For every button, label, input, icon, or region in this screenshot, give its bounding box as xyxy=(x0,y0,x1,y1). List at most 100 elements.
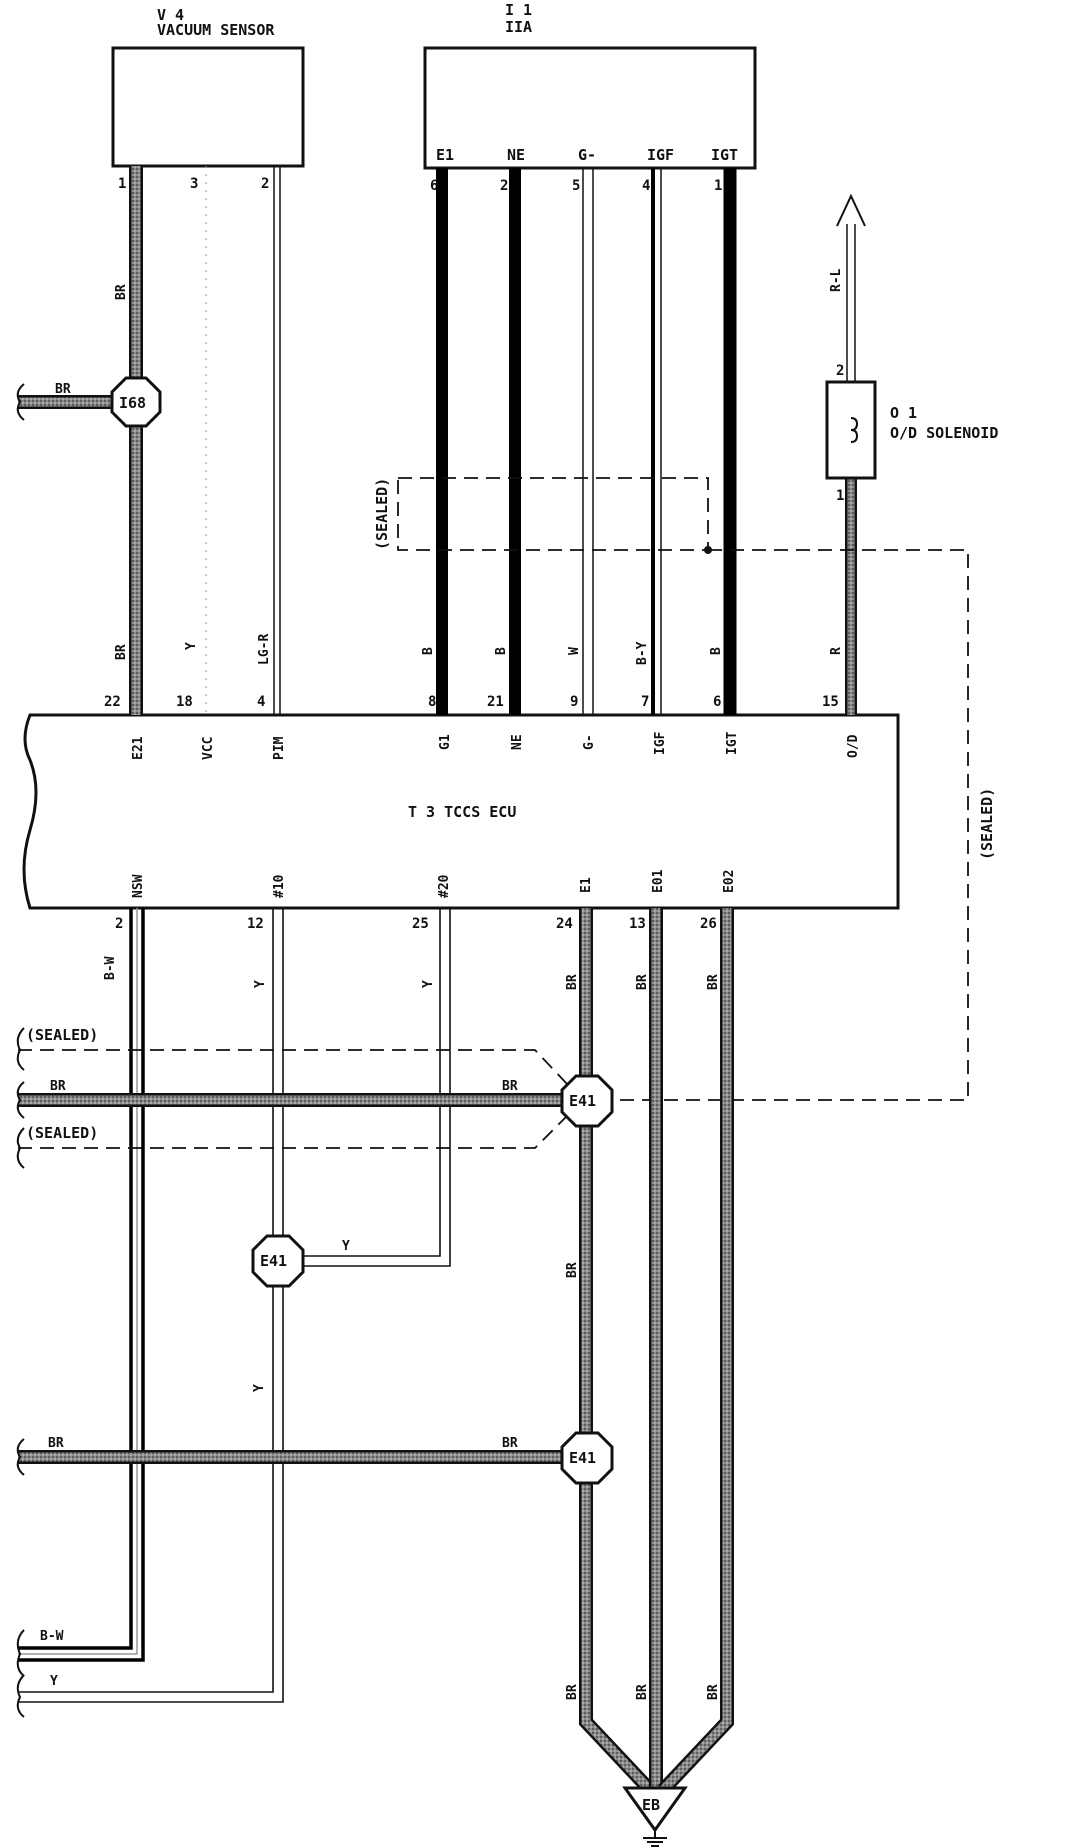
vacuum-sensor-ref: V 4 xyxy=(157,6,184,24)
lbl-y-v2: Y xyxy=(252,1384,267,1392)
ecu-pin-2: 2 xyxy=(115,916,123,932)
wire-labels-bottom: B-W Y Y BR BR BR BR BR Y Y BR BR BR B-W … xyxy=(40,956,721,1700)
ecu-term-nsw: NSW xyxy=(131,874,146,898)
ecu-pin-24: 24 xyxy=(556,916,573,932)
lbl-bw-h: B-W xyxy=(40,1629,64,1644)
lbl-y-h: Y xyxy=(342,1239,350,1254)
wire-br-e1 xyxy=(579,908,656,1795)
vs-pin-3: 3 xyxy=(190,176,198,192)
lbl-br-h3: BR xyxy=(48,1436,64,1451)
lbl-y-20: Y xyxy=(421,980,436,988)
od-name: O/D SOLENOID xyxy=(890,424,998,442)
ecu-pin-22: 22 xyxy=(104,694,121,710)
splice-i68-label: I68 xyxy=(119,394,146,412)
ecu-pin-13: 13 xyxy=(629,916,646,932)
ecu-term-g: G- xyxy=(582,734,597,750)
splice-e41-mid-label: E41 xyxy=(260,1252,287,1270)
sealed-label-top: (SEALED) xyxy=(373,478,391,550)
arrow-up-icon xyxy=(836,193,866,227)
ecu-pin-7: 7 xyxy=(641,694,649,710)
sealed-label-b1: (SEALED) xyxy=(26,1026,98,1044)
ecu-term-e1: E1 xyxy=(579,877,594,893)
vacuum-sensor: V 4 VACUUM SENSOR 1 3 2 xyxy=(111,6,305,192)
igniter-term-igt: IGT xyxy=(711,146,738,164)
ecu-term-20: #20 xyxy=(437,874,452,898)
od-pin-1: 1 xyxy=(836,488,844,504)
lbl-b-igt: B xyxy=(709,647,724,655)
lbl-y-vcc: Y xyxy=(184,642,199,650)
ground-eb: EB xyxy=(622,1786,688,1847)
wire-y-10 xyxy=(18,908,274,1693)
ecu-pin-18: 18 xyxy=(176,694,193,710)
igniter-ref: I 1 xyxy=(505,1,532,19)
ecu-pin-21: 21 xyxy=(487,694,504,710)
lbl-bw-v: B-W xyxy=(103,956,118,980)
ecu-pin-12: 12 xyxy=(247,916,264,932)
od-pin-2: 2 xyxy=(836,363,844,379)
lbl-b-ne: B xyxy=(494,647,509,655)
lbl-b-g1: B xyxy=(421,647,436,655)
ecu-pin-26: 26 xyxy=(700,916,717,932)
sealed-shield-bottom: (SEALED) (SEALED) xyxy=(16,1026,569,1169)
ecu-term-od: O/D xyxy=(846,734,861,758)
lbl-br-h2: BR xyxy=(502,1079,518,1094)
ecu-term-g1: G1 xyxy=(438,734,453,750)
ecu-term-igt: IGT xyxy=(725,731,740,755)
ecu-term-e21: E21 xyxy=(131,736,146,760)
ecu-term-pim: PIM xyxy=(272,736,287,760)
lbl-y-10: Y xyxy=(253,980,268,988)
coil-icon xyxy=(850,417,859,443)
igniter-pin-4: 4 xyxy=(642,178,650,194)
igniter-term-igf: IGF xyxy=(647,146,674,164)
lbl-br-h1: BR xyxy=(50,1079,66,1094)
igniter-pin-1: 1 xyxy=(714,178,722,194)
splice-i68: I68 xyxy=(110,376,162,428)
igniter-pin-2: 2 xyxy=(500,178,508,194)
igniter-name: IIA xyxy=(505,18,532,36)
ecu-term-e01: E01 xyxy=(651,869,666,893)
lbl-br-g3: BR xyxy=(706,1684,721,1700)
vs-pin-2: 2 xyxy=(261,176,269,192)
lbl-y-h2: Y xyxy=(50,1674,58,1689)
vacuum-sensor-name: VACUUM SENSOR xyxy=(157,21,275,39)
shield-ground-dot xyxy=(704,546,712,554)
lbl-br-i68: BR xyxy=(55,382,71,397)
igniter-term-ne: NE xyxy=(507,146,525,164)
lbl-br-2: BR xyxy=(114,644,129,660)
wires-top xyxy=(16,166,866,715)
lbl-rl: R-L xyxy=(829,268,844,292)
igniter-pin-6: 6 xyxy=(430,178,438,194)
wire-bw-nsw xyxy=(18,908,133,1650)
ecu-term-e02: E02 xyxy=(722,870,737,893)
wires-bottom xyxy=(16,908,734,1795)
lbl-by: B-Y xyxy=(635,641,650,665)
lbl-br-e02: BR xyxy=(706,974,721,990)
lbl-br-e1: BR xyxy=(565,974,580,990)
ecu-term-vcc: VCC xyxy=(201,737,216,760)
igniter-pin-5: 5 xyxy=(572,178,580,194)
tccs-ecu: T 3 TCCS ECU E21 VCC PIM G1 NE G- IGF IG… xyxy=(22,694,900,932)
lbl-w: W xyxy=(567,647,582,655)
splice-e41-upper: E41 xyxy=(560,1074,614,1128)
lbl-br-1: BR xyxy=(114,284,129,300)
splice-e41-lower-label: E41 xyxy=(569,1449,596,1467)
lbl-br-g1: BR xyxy=(565,1684,580,1700)
ecu-pin-4: 4 xyxy=(257,694,265,710)
splice-e41-lower: E41 xyxy=(560,1431,614,1485)
lbl-lgr: LG-R xyxy=(257,634,272,665)
splice-e41-mid: E41 xyxy=(251,1234,305,1288)
ecu-pin-8: 8 xyxy=(428,694,436,710)
ecu-pin-9: 9 xyxy=(570,694,578,710)
vs-pin-1: 1 xyxy=(118,176,126,192)
lbl-br-v3: BR xyxy=(565,1262,580,1278)
ground-label: EB xyxy=(642,1796,660,1814)
ecu-term-ne: NE xyxy=(510,734,525,750)
wire-br-e02 xyxy=(657,908,734,1795)
ecu-term-igf: IGF xyxy=(653,731,668,755)
od-ref: O 1 xyxy=(890,404,917,422)
sealed-shield-top: (SEALED) (SEALED) xyxy=(373,477,996,1101)
ecu-pin-25: 25 xyxy=(412,916,429,932)
od-solenoid: 2 1 O 1 O/D SOLENOID xyxy=(825,363,998,504)
ecu-name: T 3 TCCS ECU xyxy=(408,803,516,821)
